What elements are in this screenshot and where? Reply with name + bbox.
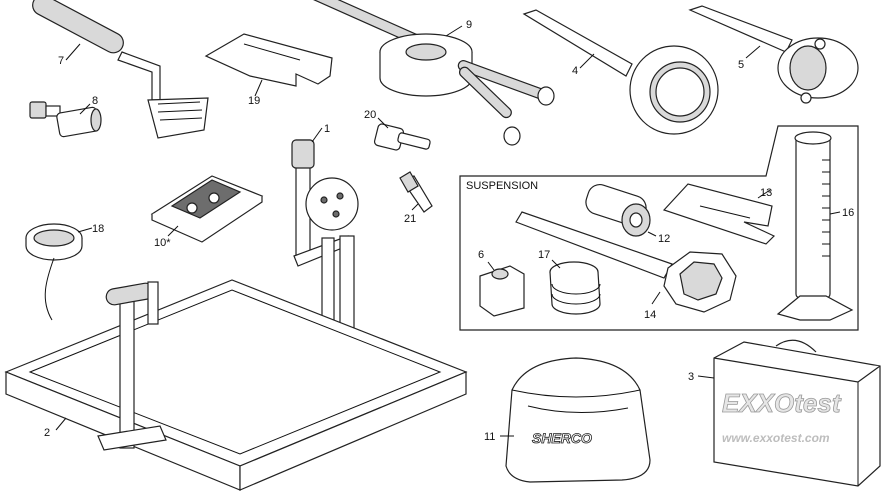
label-21: 21 bbox=[404, 213, 416, 225]
label-14: 14 bbox=[644, 309, 656, 321]
valve-tool bbox=[399, 171, 433, 213]
case-url: www.exxotest.com bbox=[722, 431, 830, 445]
label-6: 6 bbox=[478, 249, 484, 261]
engine-stand bbox=[291, 139, 359, 333]
label-4: 4 bbox=[572, 65, 578, 77]
label-13: 13 bbox=[760, 187, 772, 199]
pin-spanner bbox=[688, 5, 859, 104]
tool-bag: SHERCO bbox=[505, 357, 651, 483]
suspension-group: SUSPENSION 6 17 12 13 bbox=[459, 125, 859, 331]
bag-brand: SHERCO bbox=[532, 430, 592, 446]
label-7: 7 bbox=[58, 55, 64, 67]
label-1: 1 bbox=[324, 123, 330, 135]
bolt-adapter bbox=[29, 101, 102, 138]
hex-spanner bbox=[515, 211, 737, 313]
label-9: 9 bbox=[466, 19, 472, 31]
label-11: 11 bbox=[484, 431, 495, 443]
label-3: 3 bbox=[688, 371, 694, 383]
fork-plate bbox=[662, 183, 776, 245]
label-12: 12 bbox=[658, 233, 670, 245]
label-2: 2 bbox=[44, 427, 50, 439]
plate-tool bbox=[204, 33, 333, 87]
label-5: 5 bbox=[738, 59, 744, 71]
manual-book bbox=[150, 175, 264, 243]
label-16: 16 bbox=[842, 207, 854, 219]
label-20: 20 bbox=[364, 109, 376, 121]
puller-tool bbox=[304, 0, 555, 146]
seal-driver bbox=[585, 183, 651, 237]
drip-tray bbox=[4, 279, 468, 491]
damper-block bbox=[479, 265, 525, 317]
spring-clips bbox=[549, 261, 601, 315]
label-19: 19 bbox=[248, 95, 260, 107]
label-10: 10* bbox=[154, 237, 171, 249]
pressure-gauge bbox=[25, 223, 83, 321]
label-18: 18 bbox=[92, 223, 104, 235]
case-brand: EXXOtest bbox=[722, 388, 842, 418]
carry-case: EXXOtest www.exxotest.com bbox=[713, 339, 881, 487]
ring-spanner bbox=[522, 9, 719, 135]
suspension-title: SUSPENSION bbox=[466, 180, 538, 192]
measuring-cylinder bbox=[776, 131, 854, 321]
label-8: 8 bbox=[92, 95, 98, 107]
handle-tool bbox=[32, 0, 209, 139]
label-17: 17 bbox=[538, 249, 550, 261]
pin-tool bbox=[373, 123, 431, 151]
